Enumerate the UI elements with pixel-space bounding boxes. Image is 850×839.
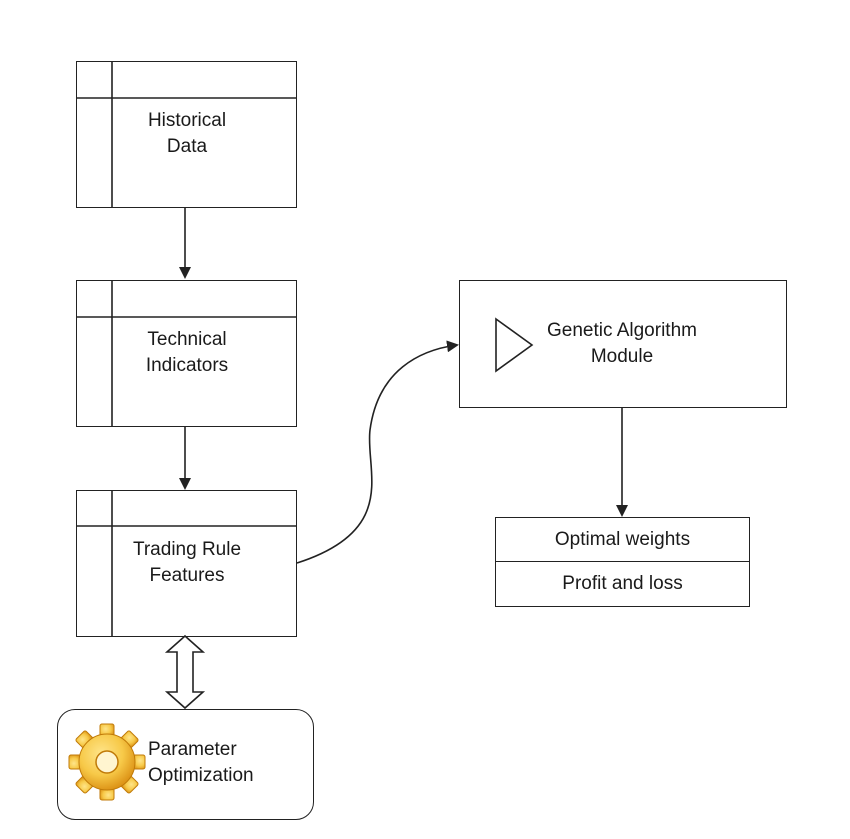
play-triangle-icon — [495, 317, 534, 373]
historical-dividers — [76, 61, 296, 207]
results-row-optimal-weights: Optimal weights — [496, 518, 749, 562]
genetic-algorithm-label-line2: Module — [590, 346, 654, 367]
parameter-optimization-label-line2: Optimization — [148, 765, 254, 786]
trading-rule-features-label-line2: Features — [149, 565, 225, 586]
parameter-optimization-node — [57, 709, 314, 820]
technical-indicators-label: Technical Indicators — [112, 327, 262, 379]
trading-rule-features-node — [76, 490, 297, 637]
trading-rule-features-label: Trading Rule Features — [100, 537, 274, 589]
technical-indicators-label-line1: Technical — [147, 329, 227, 350]
results-row-label: Optimal weights — [554, 528, 691, 550]
technical-indicators-label-line2: Indicators — [145, 355, 229, 376]
genetic-algorithm-label-line1: Genetic Algorithm — [547, 320, 697, 341]
historical-data-label-line2: Data — [166, 136, 208, 157]
parameter-optimization-label-line1: Parameter — [148, 739, 237, 760]
parameter-optimization-label: Parameter Optimization — [148, 737, 298, 789]
historical-data-node — [76, 61, 297, 208]
historical-data-label-line1: Historical — [147, 110, 227, 131]
results-row-label: Profit and loss — [562, 573, 683, 594]
historical-data-label: Historical Data — [112, 108, 262, 160]
gear-icon — [68, 723, 146, 801]
technical-indicators-node — [76, 280, 297, 427]
genetic-algorithm-node — [459, 280, 787, 408]
genetic-algorithm-label: Genetic Algorithm Module — [522, 318, 722, 370]
arrow-trading-to-genetic — [296, 340, 459, 564]
bidirectional-arrow — [164, 634, 206, 710]
technical-dividers — [76, 280, 296, 426]
trading-dividers — [76, 490, 296, 636]
results-row-profit-loss: Profit and loss — [496, 562, 749, 606]
trading-rule-features-label-line1: Trading Rule — [132, 539, 242, 560]
results-table: Optimal weights Profit and loss — [495, 517, 750, 607]
